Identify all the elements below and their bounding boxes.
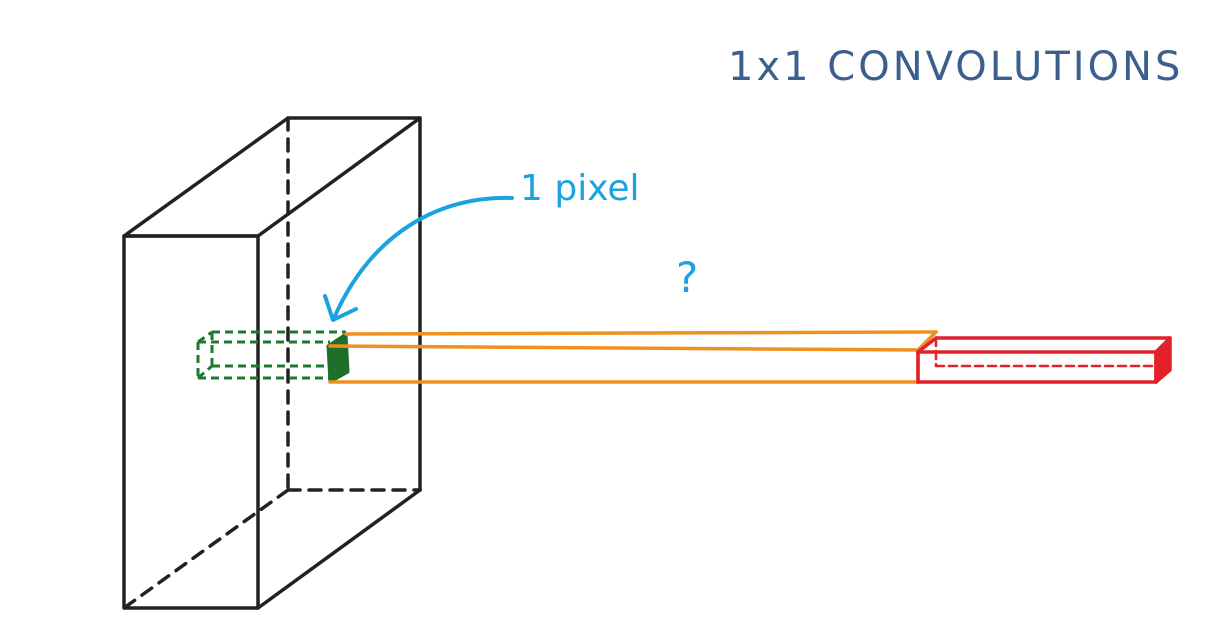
input-volume bbox=[122, 116, 422, 610]
pixel-pointer-arrow bbox=[323, 195, 514, 322]
pixel-label: 1 pixel bbox=[520, 168, 640, 209]
arrow-head bbox=[323, 294, 358, 322]
input-volume-front-face bbox=[122, 234, 260, 610]
pixel-column-hidden bbox=[196, 330, 346, 380]
diagram-title: 1x1 CONVOLUTIONS bbox=[728, 44, 1183, 90]
pixel-front-face bbox=[326, 332, 350, 384]
input-volume-bottom-right-edge bbox=[256, 488, 422, 610]
question-mark: ? bbox=[676, 253, 698, 302]
output-column bbox=[916, 336, 1172, 384]
output-column-end-face bbox=[1154, 336, 1172, 384]
input-volume-top-face bbox=[122, 116, 422, 238]
input-volume-hidden-edges bbox=[122, 116, 422, 610]
